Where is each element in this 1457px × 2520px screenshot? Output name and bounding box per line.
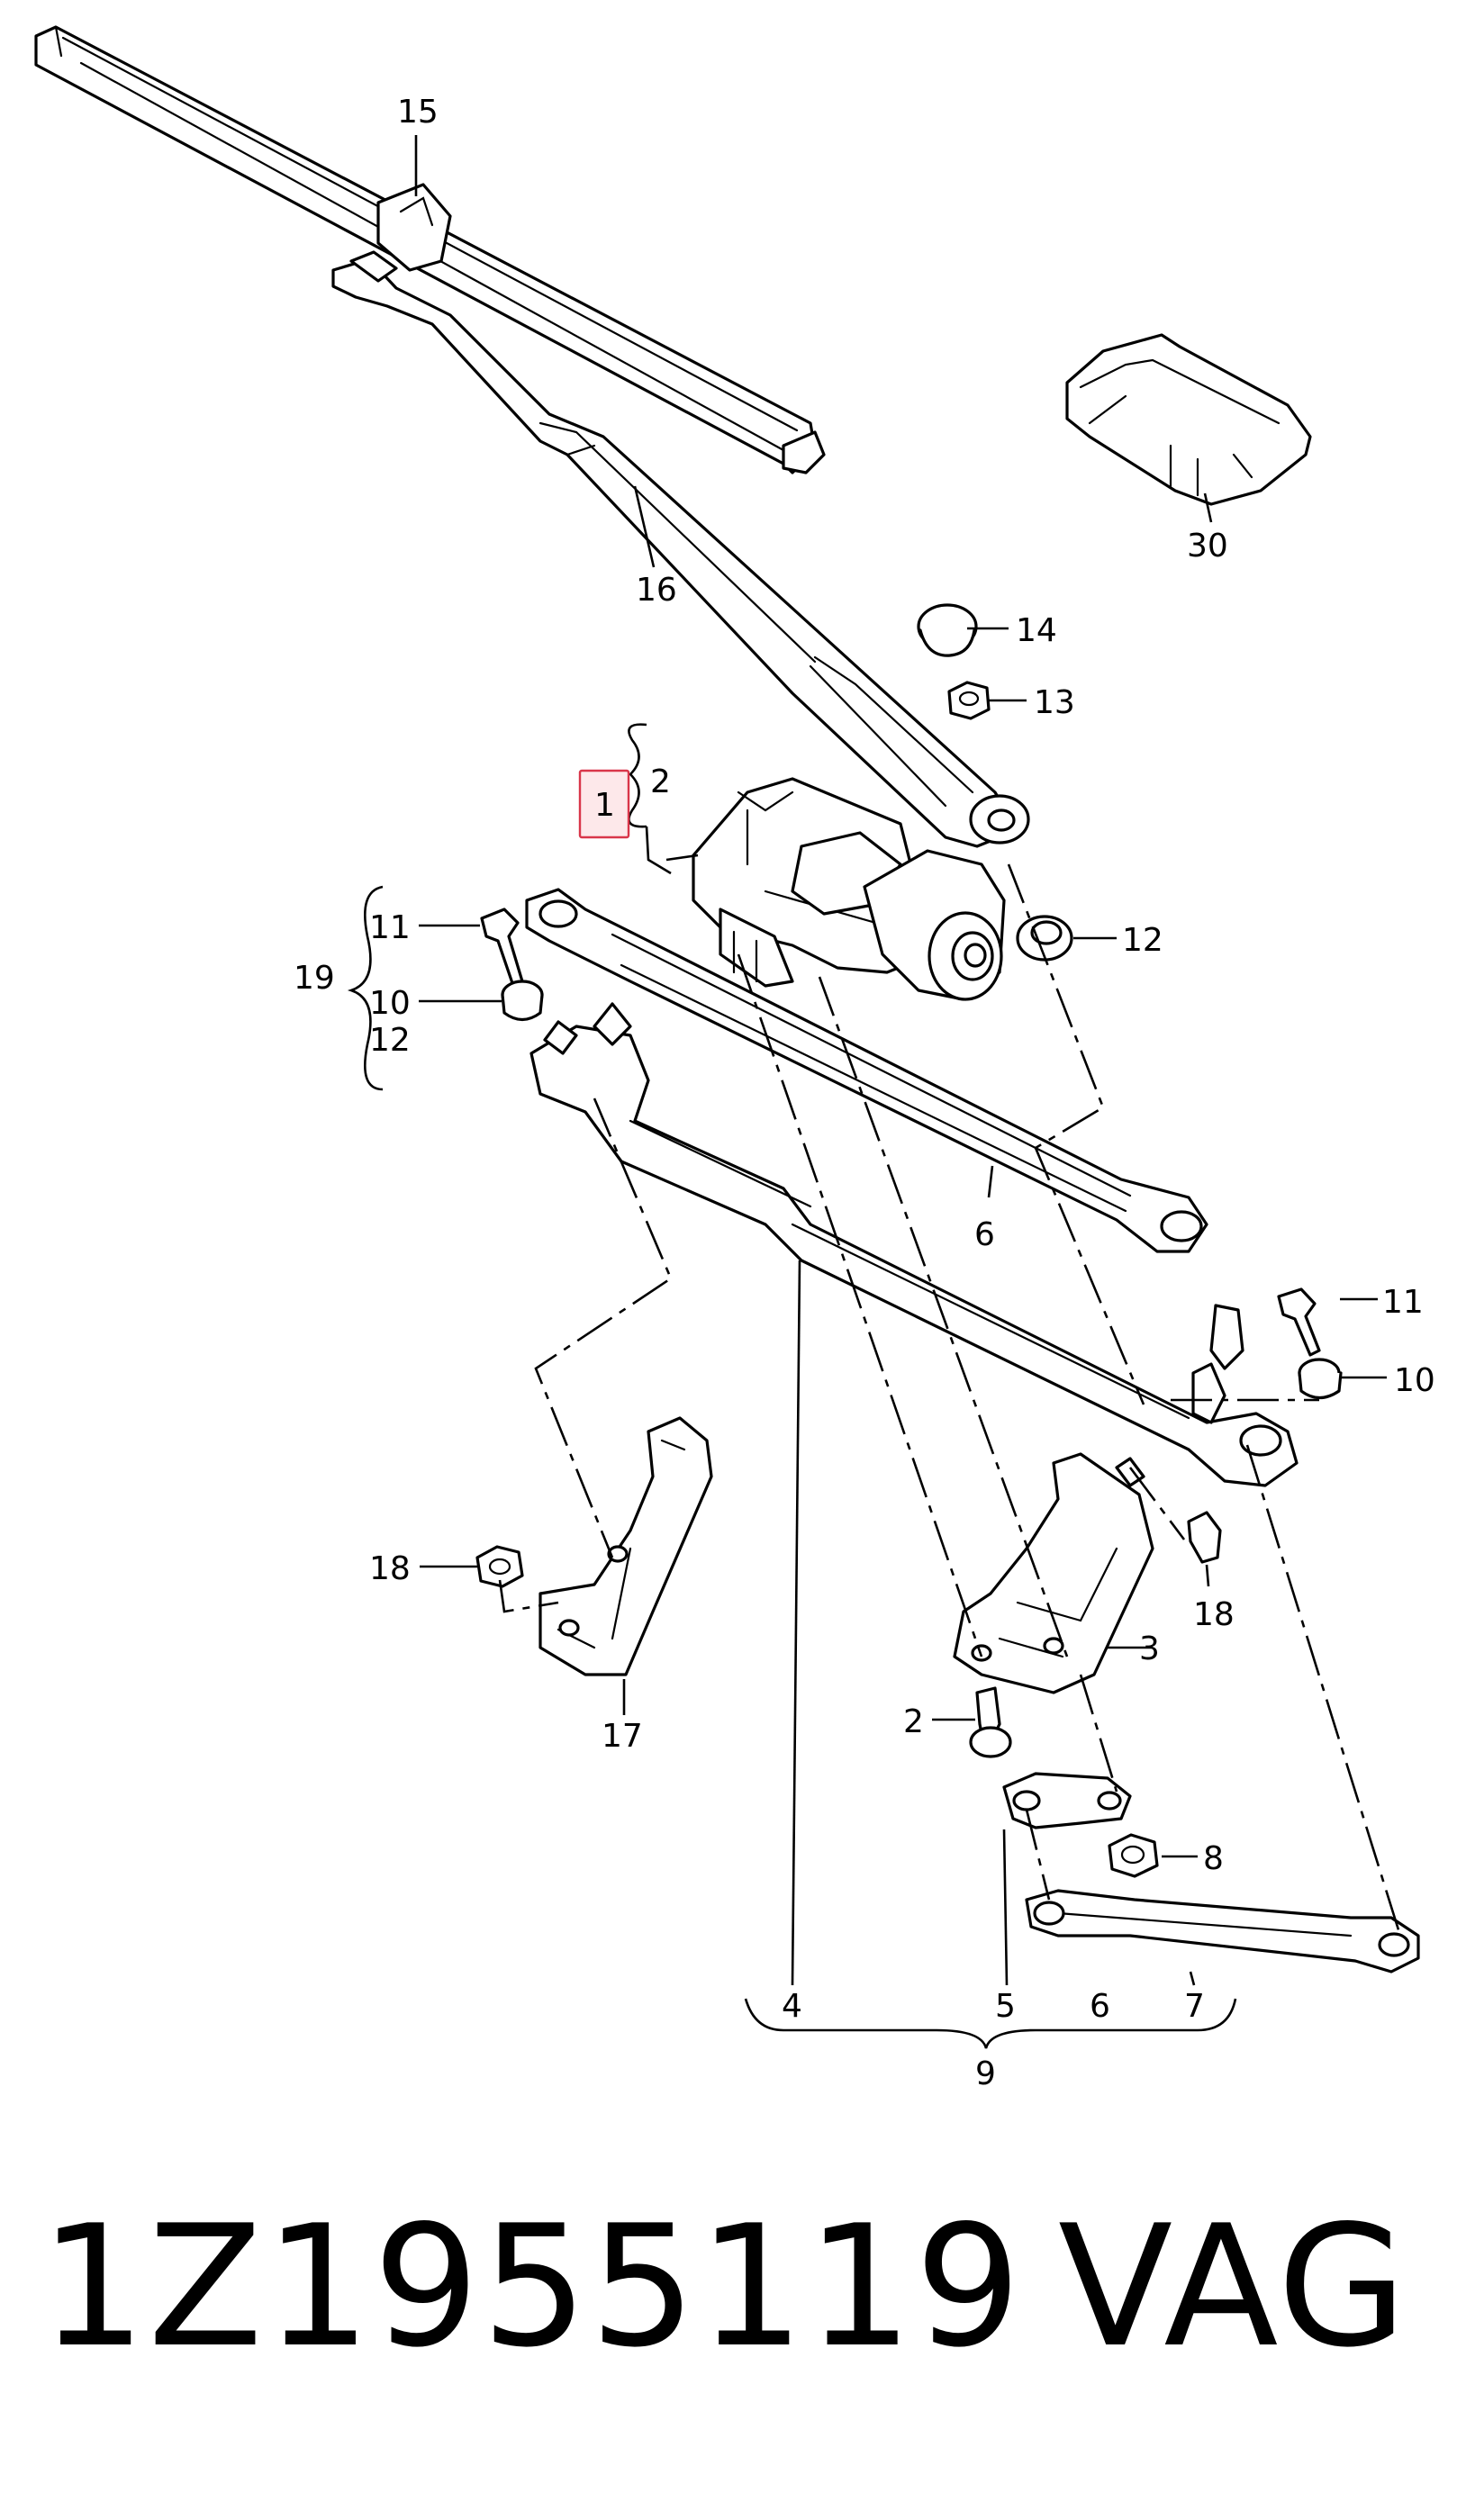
screw-11-left-part (480, 908, 524, 988)
grommet-10-right-part (1298, 1358, 1343, 1400)
callout-11-left: 11 (369, 909, 411, 946)
part-number-label: 1Z1955119 (40, 2189, 1024, 2384)
selected-part-highlight (578, 769, 630, 839)
callout-11-right: 11 (1382, 1284, 1424, 1321)
brand-label: VAG (1058, 2189, 1409, 2384)
callout-30: 30 (1187, 528, 1228, 565)
callout-13: 13 (1034, 684, 1075, 721)
callout-labels: 15 16 30 14 13 1 2 12 11 19 10 12 6 11 1… (294, 94, 1435, 2092)
callout-16: 16 (636, 572, 677, 609)
link-rod-part (525, 888, 1208, 1253)
callout-7: 7 (1184, 1988, 1205, 2025)
screw-11-right-part (1277, 1287, 1321, 1357)
callout-5: 5 (995, 1988, 1016, 2025)
assembly-dash-lines (498, 863, 1402, 1937)
wiper-blade-part (34, 25, 826, 474)
wiper-arm-part (331, 250, 1030, 848)
clip-18-right-part (1187, 1511, 1222, 1564)
control-unit-part (1065, 333, 1312, 506)
wiper-frame-part (529, 1002, 1299, 1487)
callout-18-left: 18 (369, 1550, 411, 1587)
cap-part (917, 603, 978, 657)
callout-12-right: 12 (1122, 922, 1163, 959)
nut-18-left-part (475, 1545, 524, 1588)
callout-1: 1 (594, 787, 615, 824)
callout-14: 14 (1016, 612, 1057, 649)
bushing-12-part (1016, 915, 1073, 962)
callout-17: 17 (602, 1718, 643, 1755)
callout-10-right: 10 (1394, 1362, 1435, 1399)
bottom-link-part (1025, 1889, 1420, 1974)
bolt-2-part (969, 1686, 1012, 1758)
wiper-motor-part (692, 777, 1006, 1001)
right-bracket-part (953, 1452, 1154, 1694)
callout-15: 15 (397, 94, 439, 131)
nut-13-part (947, 681, 991, 720)
callout-2-bolt: 2 (903, 1703, 924, 1740)
callout-18-right: 18 (1193, 1596, 1235, 1633)
leader-lines (347, 135, 1387, 2049)
callout-4: 4 (782, 1988, 802, 2025)
callout-3: 3 (1139, 1630, 1160, 1667)
callout-2-top: 2 (650, 763, 671, 800)
exploded-parts-diagram: 15 16 30 14 13 1 2 12 11 19 10 12 6 11 1… (34, 25, 1435, 2092)
callout-6-link: 6 (974, 1216, 995, 1253)
callout-19: 19 (294, 960, 335, 997)
callout-6-bottom: 6 (1090, 1988, 1110, 2025)
grommet-10-left-part (501, 980, 544, 1022)
callout-10-left: 10 (369, 985, 411, 1022)
callout-12-left: 12 (369, 1022, 411, 1059)
left-bracket-part (538, 1416, 713, 1676)
callout-8: 8 (1203, 1840, 1224, 1877)
callout-9: 9 (975, 2055, 996, 2092)
nut-8-part (1108, 1833, 1159, 1878)
crank-part (1002, 1772, 1132, 1829)
